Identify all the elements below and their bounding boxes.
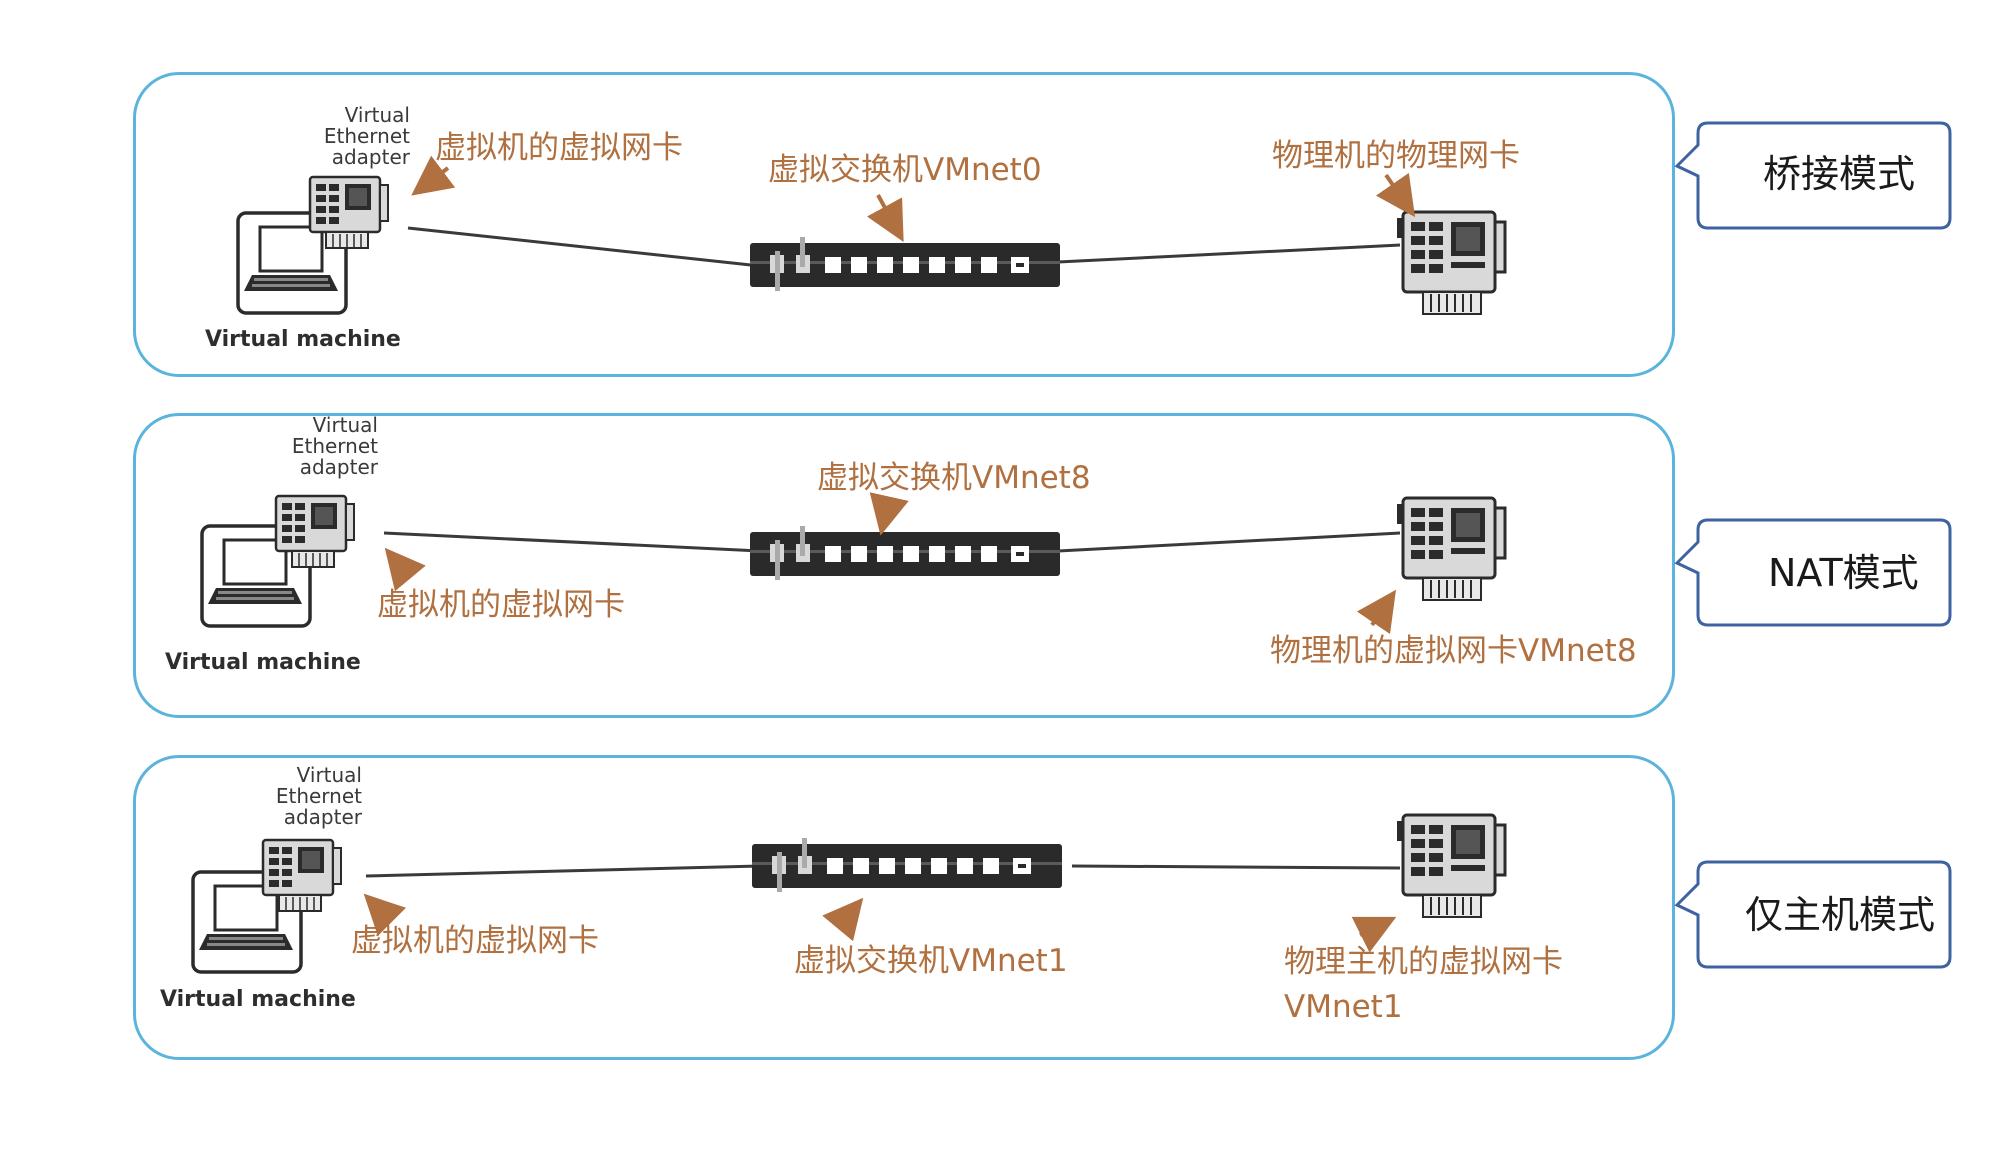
host-only-host-adapter-icon — [1395, 813, 1507, 919]
host-only-mode-label: 仅主机模式 — [1745, 893, 1936, 937]
bridge-eth-adapter-caption: Virtual Ethernet adapter — [320, 105, 410, 168]
host-only-arrows — [363, 893, 1397, 953]
nat-mode-callout — [1674, 518, 1952, 627]
bridge-mode-label: 桥接模式 — [1763, 152, 1916, 196]
host-only-mode-callout — [1674, 860, 1952, 969]
nat-connection-lines — [383, 531, 1401, 553]
eth-line-2: Ethernet — [323, 124, 410, 148]
eth-line-2: Ethernet — [275, 784, 362, 808]
bridge-switch-label: 虚拟交换机VMnet0 — [768, 152, 1042, 188]
bridge-vm-adapter-label: 虚拟机的虚拟网卡 — [435, 130, 683, 166]
nat-mode-label: NAT模式 — [1768, 551, 1919, 595]
host-only-connection-lines — [365, 864, 1401, 878]
host-only-vm-caption: Virtual machine — [160, 987, 356, 1012]
nat-vm-caption: Virtual machine — [165, 650, 361, 675]
bridge-host-adapter-label: 物理机的物理网卡 — [1272, 138, 1520, 174]
eth-line-1: Virtual — [312, 413, 378, 437]
bridge-switch-icon — [750, 237, 1060, 291]
nat-switch-label: 虚拟交换机VMnet8 — [817, 460, 1091, 496]
bridge-mode-callout — [1674, 121, 1952, 230]
host-only-host-adapter-label-line2: VMnet1 — [1284, 989, 1403, 1025]
host-only-switch-label: 虚拟交换机VMnet1 — [794, 943, 1068, 979]
bridge-connection-lines — [407, 226, 1401, 268]
nat-vm-adapter-label: 虚拟机的虚拟网卡 — [377, 587, 625, 623]
eth-line-3: adapter — [331, 145, 410, 169]
bridge-vm-caption: Virtual machine — [205, 327, 401, 352]
nat-arrows — [384, 492, 1397, 635]
eth-line-2: Ethernet — [291, 434, 378, 458]
eth-line-1: Virtual — [344, 103, 410, 127]
bridge-host-adapter-icon — [1395, 210, 1507, 316]
nat-host-adapter-label: 物理机的虚拟网卡VMnet8 — [1270, 633, 1637, 669]
nat-eth-adapter-caption: Virtual Ethernet adapter — [288, 415, 378, 478]
bridge-arrows — [411, 155, 1416, 243]
host-only-eth-adapter-caption: Virtual Ethernet adapter — [272, 765, 362, 828]
nat-host-adapter-icon — [1395, 496, 1507, 602]
host-only-host-adapter-label-line1: 物理主机的虚拟网卡 — [1284, 944, 1563, 980]
eth-line-3: adapter — [299, 455, 378, 479]
eth-line-1: Virtual — [296, 763, 362, 787]
host-only-switch-icon — [752, 838, 1062, 892]
eth-line-3: adapter — [283, 805, 362, 829]
nat-switch-icon — [750, 526, 1060, 580]
host-only-vm-adapter-label: 虚拟机的虚拟网卡 — [351, 923, 599, 959]
